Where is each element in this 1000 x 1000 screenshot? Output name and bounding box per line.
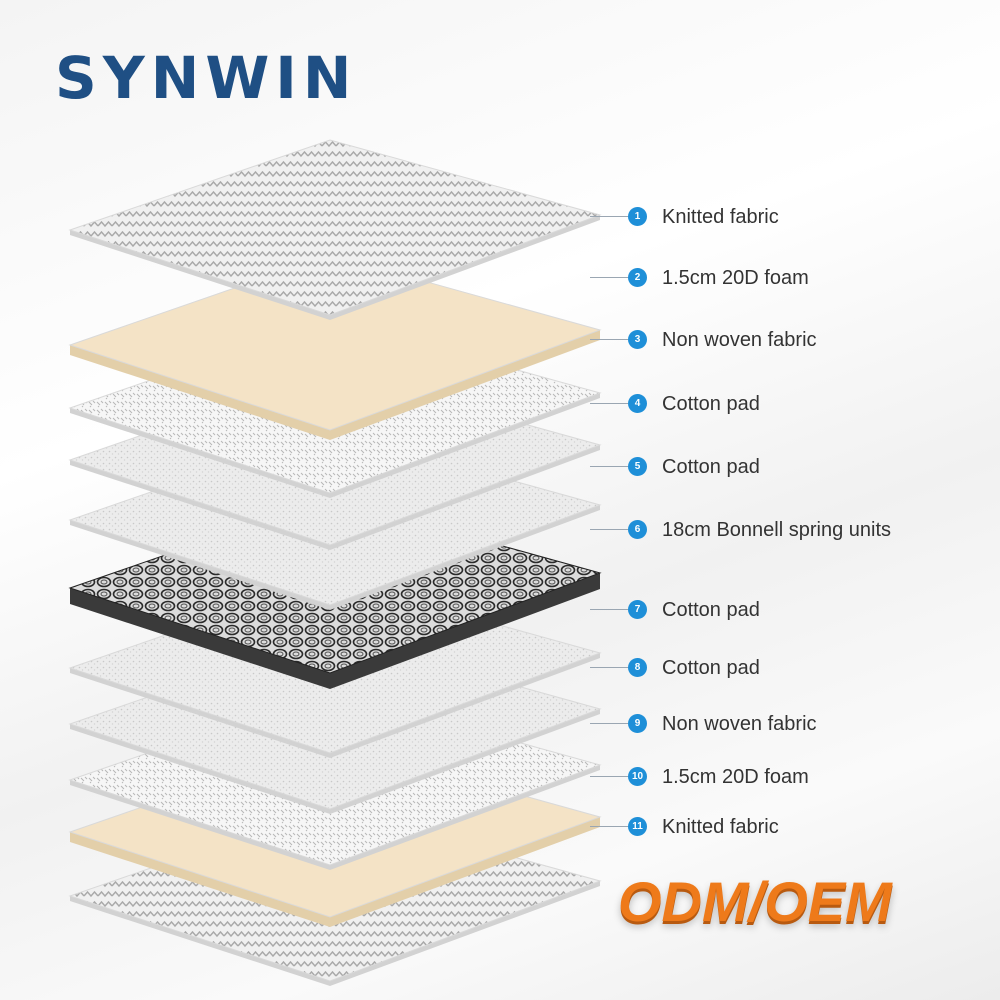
layer-number-marker: 9 [628, 714, 647, 733]
leader-line [590, 277, 628, 278]
odm-oem-badge: ODM/OEM [618, 870, 892, 933]
layer-name: Non woven fabric [662, 329, 817, 351]
layer-name: Non woven fabric [662, 713, 817, 735]
layer-number-marker: 3 [628, 330, 647, 349]
layer-sheet-1 [68, 139, 602, 320]
leader-line [590, 723, 628, 724]
layer-number-marker: 1 [628, 207, 647, 226]
leader-line [590, 776, 628, 777]
leader-line [590, 609, 628, 610]
layer-name: Cotton pad [662, 393, 760, 415]
leader-line [590, 466, 628, 467]
layer-edge [70, 817, 600, 927]
brand-name: SYNWIN [55, 44, 358, 112]
layer-surface [68, 139, 602, 316]
leader-line [590, 529, 628, 530]
leader-line [590, 216, 628, 217]
layer-edge [70, 215, 600, 320]
layer-edge [70, 709, 600, 814]
layer-number-marker: 7 [628, 600, 647, 619]
layer-edge [70, 573, 600, 689]
layer-number-marker: 4 [628, 394, 647, 413]
brand-logo: SYNWIN [55, 48, 357, 108]
layer-edge [70, 765, 600, 870]
layer-name: Cotton pad [662, 657, 760, 679]
layer-number-marker: 2 [628, 268, 647, 287]
layer-name: 18cm Bonnell spring units [662, 519, 892, 541]
layer-edge [70, 505, 600, 610]
layer-number-marker: 8 [628, 658, 647, 677]
layer-name: Knitted fabric [662, 206, 779, 228]
layer-name: 1.5cm 20D foam [662, 766, 809, 788]
layer-number-marker: 6 [628, 520, 647, 539]
leader-line [590, 667, 628, 668]
layer-name: 1.5cm 20D foam [662, 267, 809, 289]
leader-line [590, 826, 628, 827]
layer-edge [70, 653, 600, 758]
layer-edge [70, 445, 600, 550]
leader-line [590, 339, 628, 340]
layer-edge [70, 881, 600, 986]
layer-edge [70, 393, 600, 498]
mattress-layers [68, 139, 602, 986]
leader-line [590, 403, 628, 404]
layer-name: Cotton pad [662, 599, 760, 621]
layer-number-marker: 5 [628, 457, 647, 476]
layer-name: Cotton pad [662, 456, 760, 478]
layer-name: Knitted fabric [662, 816, 779, 838]
layer-number-marker: 10 [628, 767, 647, 786]
layer-edge [70, 330, 600, 440]
layer-number-marker: 11 [628, 817, 647, 836]
